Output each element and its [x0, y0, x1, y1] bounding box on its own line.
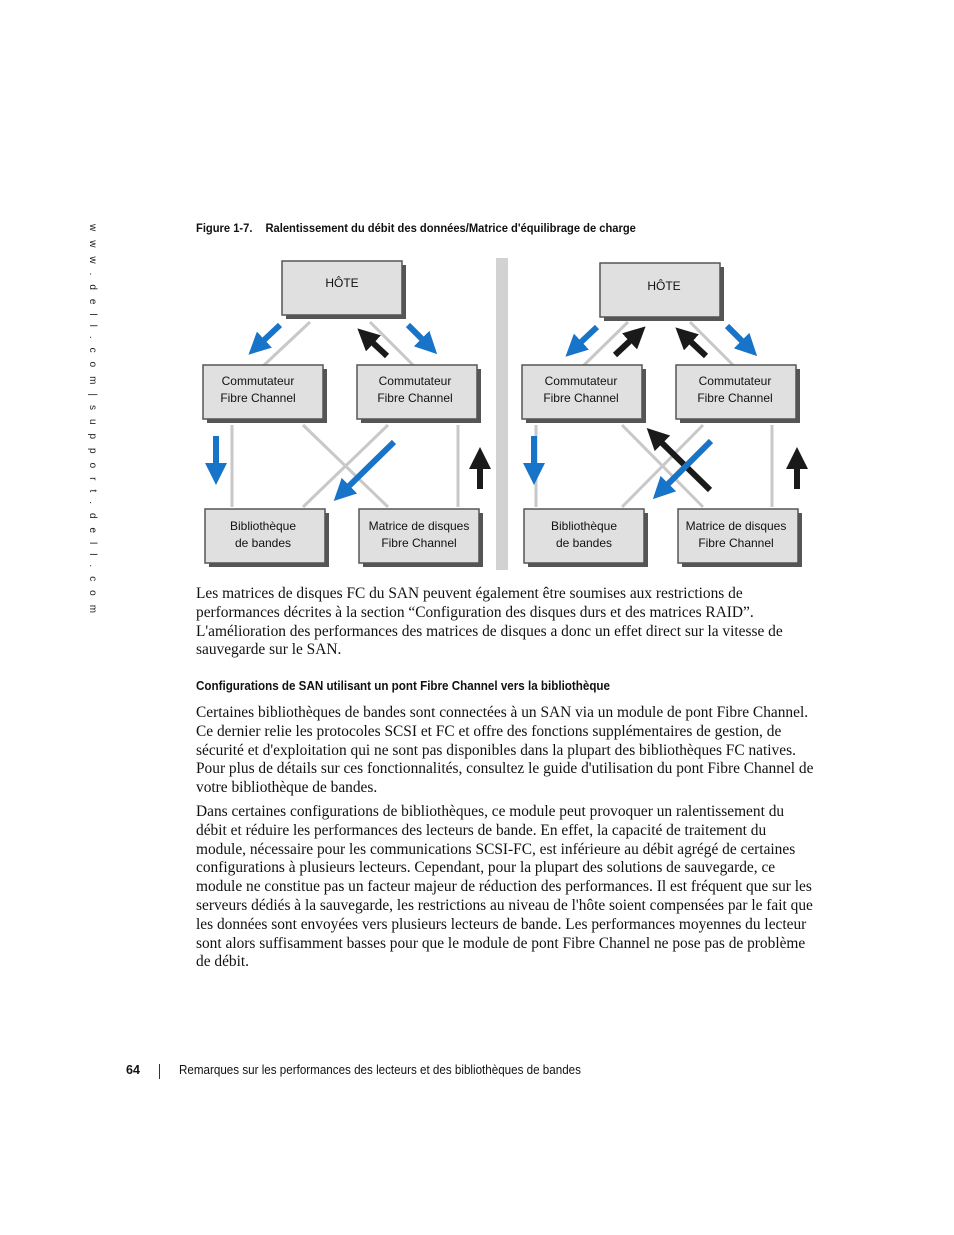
right-arrow-switch2-to-host — [675, 327, 709, 359]
right-host-box: HÔTE — [599, 262, 724, 321]
left-arrow-host-to-switch1 — [248, 322, 283, 355]
left-disk-array-box: Matrice de disques Fibre Channel — [358, 508, 483, 567]
footer-chapter-title: Remarques sur les performances des lecte… — [179, 1063, 581, 1077]
figure-title: Ralentissement du débit des données/Matr… — [265, 221, 636, 235]
right-arrow-switch2-to-library — [652, 438, 714, 500]
right-host-label: HÔTE — [647, 278, 680, 293]
left-library-line-2: de bandes — [235, 536, 291, 550]
left-switch-2-line-1: Commutateur — [379, 374, 452, 388]
left-host-box: HÔTE — [281, 260, 406, 319]
san-load-balancing-diagram: HÔTE Commutateur Fibre Channel Commutate… — [202, 258, 808, 570]
left-arrow-switch2-to-host — [357, 328, 390, 359]
right-switch-1-line-2: Fibre Channel — [543, 391, 618, 405]
right-array-line-1: Matrice de disques — [686, 519, 787, 533]
right-switch-2-line-1: Commutateur — [699, 374, 772, 388]
right-library-line-2: de bandes — [556, 536, 612, 550]
left-arrow-switch2-to-library — [333, 439, 397, 501]
left-switch-1-line-2: Fibre Channel — [220, 391, 295, 405]
left-switch-1-box: Commutateur Fibre Channel — [202, 364, 327, 423]
left-switch-2-box: Commutateur Fibre Channel — [356, 364, 481, 423]
paragraph-bridge-intro: Certaines bibliothèques de bandes sont c… — [196, 704, 814, 797]
paragraph-fc-disk-arrays: Les matrices de disques FC du SAN peuven… — [196, 585, 783, 659]
left-library-line-1: Bibliothèque — [230, 519, 296, 533]
right-arrow-host-to-switch1 — [565, 324, 600, 357]
left-host-label: HÔTE — [325, 275, 358, 290]
right-disk-array-box: Matrice de disques Fibre Channel — [677, 508, 802, 567]
right-switch-2-box: Commutateur Fibre Channel — [675, 364, 800, 423]
left-array-line-2: Fibre Channel — [381, 536, 456, 550]
panel-divider — [496, 258, 508, 570]
figure-caption: Figure 1-7. Ralentissement du débit des d… — [196, 221, 636, 235]
right-arrow-host-to-switch2 — [724, 323, 758, 357]
footer-separator — [159, 1064, 160, 1079]
paragraph-bridge-performance: Dans certaines configurations de bibliot… — [196, 803, 813, 971]
right-array-line-2: Fibre Channel — [698, 536, 773, 550]
left-tape-library-box: Bibliothèque de bandes — [204, 508, 329, 567]
figure-number: Figure 1-7. — [196, 221, 253, 235]
left-array-line-1: Matrice de disques — [369, 519, 470, 533]
right-switch-1-box: Commutateur Fibre Channel — [521, 364, 646, 423]
right-library-line-1: Bibliothèque — [551, 519, 617, 533]
left-switch-2-line-2: Fibre Channel — [377, 391, 452, 405]
right-tape-library-box: Bibliothèque de bandes — [523, 508, 648, 567]
left-arrow-host-to-switch2 — [405, 322, 438, 355]
right-switch-1-line-1: Commutateur — [545, 374, 618, 388]
page-number: 64 — [126, 1063, 140, 1077]
sidebar-website-url: w w w . d e l l . c o m | s u p p o r t … — [86, 224, 98, 616]
left-switch-1-line-1: Commutateur — [222, 374, 295, 388]
website-url-text: w w w . d e l l . c o m | s u p p o r t … — [87, 224, 98, 617]
right-switch-2-line-2: Fibre Channel — [697, 391, 772, 405]
right-arrow-switch1-to-host — [612, 326, 646, 358]
section-heading: Configurations de SAN utilisant un pont … — [196, 679, 611, 693]
